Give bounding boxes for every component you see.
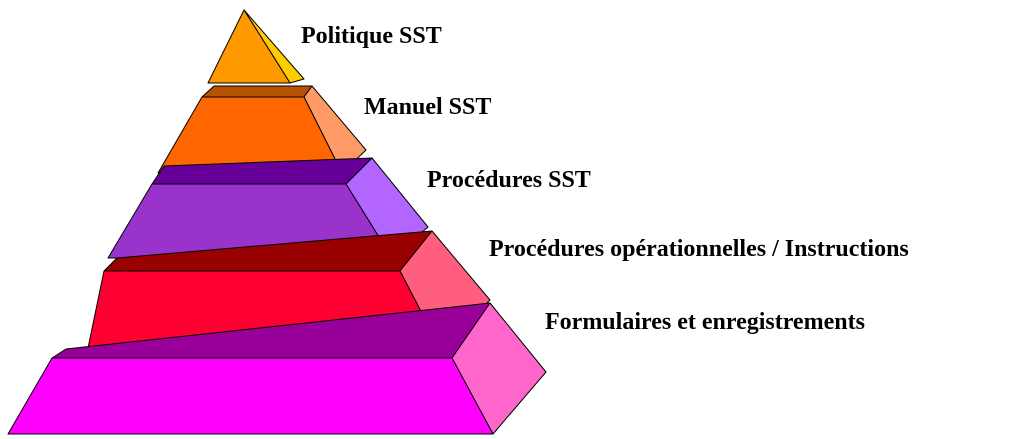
level-label-politique-sst: Politique SST (301, 23, 442, 49)
level-label-procedures-operationnelles: Procédures opérationnelles / Instruction… (489, 236, 909, 262)
level-formulaires-front-face (7, 357, 494, 435)
level-manuel-sst-top-face (201, 85, 313, 98)
level-politique-sst-front-face (207, 9, 291, 84)
level-label-manuel-sst: Manuel SST (364, 94, 492, 120)
level-label-formulaires: Formulaires et enregistrements (545, 309, 865, 335)
level-label-procedures-sst: Procédures SST (427, 167, 591, 193)
